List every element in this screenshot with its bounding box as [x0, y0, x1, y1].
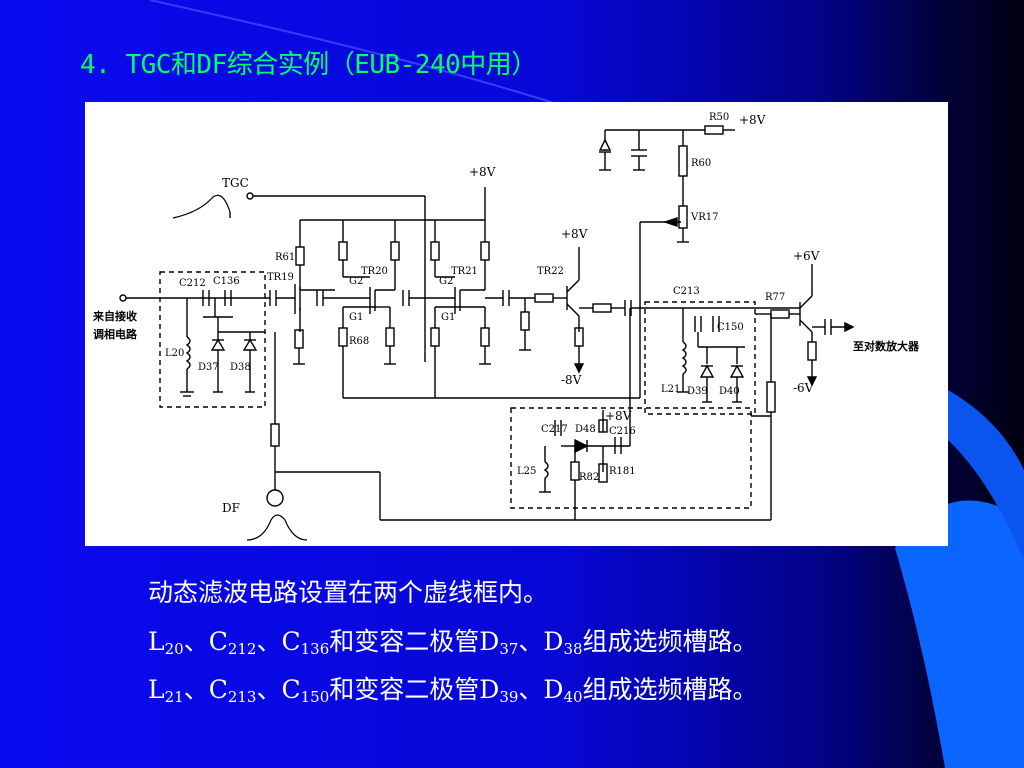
caption-line-2: L20、C212、C136和变容二极管D37、D38组成选频槽路。 [148, 622, 758, 658]
caption-2-sub: 136 [300, 640, 330, 658]
caption-3-sub: 39 [499, 688, 519, 706]
tr20-label: TR20 [361, 266, 388, 277]
r181-label: R181 [609, 466, 636, 477]
vr17-label: VR17 [690, 212, 718, 223]
caption-2-part: 组成选频槽路。 [582, 627, 758, 656]
circuit-schematic: TGC DF 来自接收 调相电路 至对数放大器 +8V +8V +8V +8V … [92, 112, 920, 541]
caption-2-sub: 212 [227, 640, 257, 658]
d39-label: D39 [687, 386, 708, 397]
caption-2-part: 、D [518, 627, 564, 656]
control-box [510, 407, 752, 509]
caption-3-sub: 213 [227, 688, 257, 706]
background-side-swoosh [948, 390, 1024, 560]
caption-2-part: 和变容二极管D [329, 627, 500, 656]
background-corner-swoosh [895, 500, 1024, 768]
g1-label-b: G1 [441, 312, 455, 323]
plus8v-label-c: +8V [739, 113, 766, 127]
caption-line-1: 动态滤波电路设置在两个虚线框内。 [148, 578, 549, 607]
l20-label: L20 [165, 348, 184, 359]
background-arc [149, 0, 561, 106]
g1-label-a: G1 [349, 312, 363, 323]
c216-label: C216 [609, 426, 636, 437]
tr22-label: TR22 [537, 266, 564, 277]
caption-3-part: 和变容二极管D [329, 675, 500, 704]
slide-title: 4. TGC和DF综合实例（EUB-240中用） [80, 50, 537, 80]
d38-label: D38 [230, 362, 251, 373]
filter-box-2 [644, 301, 756, 415]
plus8v-label-b: +8V [561, 227, 588, 241]
caption-2-part: 、C [256, 627, 301, 656]
r68-label: R68 [349, 336, 369, 347]
r82-label: R82 [579, 472, 599, 483]
input-terminal [119, 294, 127, 302]
caption-2-part: 、C [183, 627, 228, 656]
r50-label: R50 [709, 112, 729, 123]
caption-3-part: 、D [518, 675, 564, 704]
l21-label: L21 [661, 384, 680, 395]
circuit-diagram: TGC DF 来自接收 调相电路 至对数放大器 +8V +8V +8V +8V … [85, 102, 948, 546]
d37-label: D37 [198, 362, 219, 373]
minus8v-label: -8V [561, 373, 582, 387]
c217-label: C217 [541, 424, 568, 435]
g2-label-b: G2 [439, 276, 453, 287]
caption-3-sub: 40 [563, 688, 583, 706]
g2-label-a: G2 [349, 276, 363, 287]
input-label-line1: 来自接收 [92, 309, 137, 323]
r77-label: R77 [765, 292, 785, 303]
df-terminal [266, 489, 284, 507]
tr19-label: TR19 [267, 272, 294, 283]
filter-box-1 [159, 271, 266, 408]
caption-2-part: L [148, 627, 165, 656]
r60-label: R60 [691, 158, 711, 169]
caption-3-sub: 21 [164, 688, 184, 706]
plus8v-label-d: +8V [605, 409, 632, 423]
caption-3-part: 组成选频槽路。 [582, 675, 758, 704]
c150-label: C150 [717, 322, 744, 333]
d48-label: D48 [575, 424, 596, 435]
tgc-label: TGC [222, 176, 249, 190]
caption-2-sub: 38 [563, 640, 583, 658]
caption-3-part: 、C [256, 675, 301, 704]
d40-label: D40 [719, 386, 740, 397]
r61-label: R61 [275, 252, 295, 263]
caption-2-sub: 20 [164, 640, 184, 658]
tr21-label: TR21 [451, 266, 478, 277]
c213-label: C213 [673, 286, 700, 297]
c212-label: C212 [179, 278, 206, 289]
caption-3-part: L [148, 675, 165, 704]
l25-label: L25 [517, 466, 536, 477]
minus6v-label: -6V [793, 381, 814, 395]
caption-3-sub: 150 [300, 688, 330, 706]
input-label-line2: 调相电路 [93, 327, 138, 341]
df-label: DF [222, 501, 240, 515]
caption-3-part: 、C [183, 675, 228, 704]
caption-2-sub: 37 [499, 640, 519, 658]
c136-label: C136 [213, 276, 240, 287]
tgc-terminal [246, 192, 254, 200]
caption-line-3: L21、C213、C150和变容二极管D39、D40组成选频槽路。 [148, 670, 758, 706]
output-label: 至对数放大器 [853, 339, 920, 353]
plus8v-label-a: +8V [469, 165, 496, 179]
plus6v-label: +6V [793, 249, 820, 263]
